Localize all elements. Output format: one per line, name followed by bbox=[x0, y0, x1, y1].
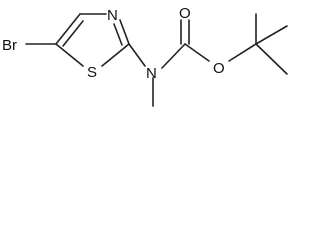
bond-c5-c4-inner bbox=[62, 20, 84, 47]
bond-tbu-right-up bbox=[255, 25, 288, 45]
atom-amine-nitrogen: N bbox=[146, 65, 157, 82]
bond-c5-c4 bbox=[55, 13, 81, 45]
bond-tbu-right-down bbox=[255, 43, 288, 75]
molecule-structure: Br S N N O O bbox=[2, 5, 288, 107]
bond-n3-c2 bbox=[119, 19, 130, 45]
atom-carbonyl-oxygen: O bbox=[179, 5, 191, 22]
bond-s1-c5 bbox=[55, 43, 84, 67]
bond-c2-n bbox=[128, 43, 146, 67]
bond-n-carbonyl-c bbox=[161, 43, 186, 69]
bond-c-ester-o bbox=[184, 43, 210, 62]
atom-bromine: Br bbox=[2, 37, 17, 54]
atom-sulfur: S bbox=[87, 64, 97, 81]
bond-c2-s1 bbox=[101, 43, 130, 67]
bond-n3-c2-inner bbox=[113, 23, 123, 46]
atom-ring-nitrogen: N bbox=[107, 7, 118, 24]
bond-ester-o-quaternary-c bbox=[228, 43, 257, 62]
atom-ester-oxygen: O bbox=[213, 60, 225, 77]
